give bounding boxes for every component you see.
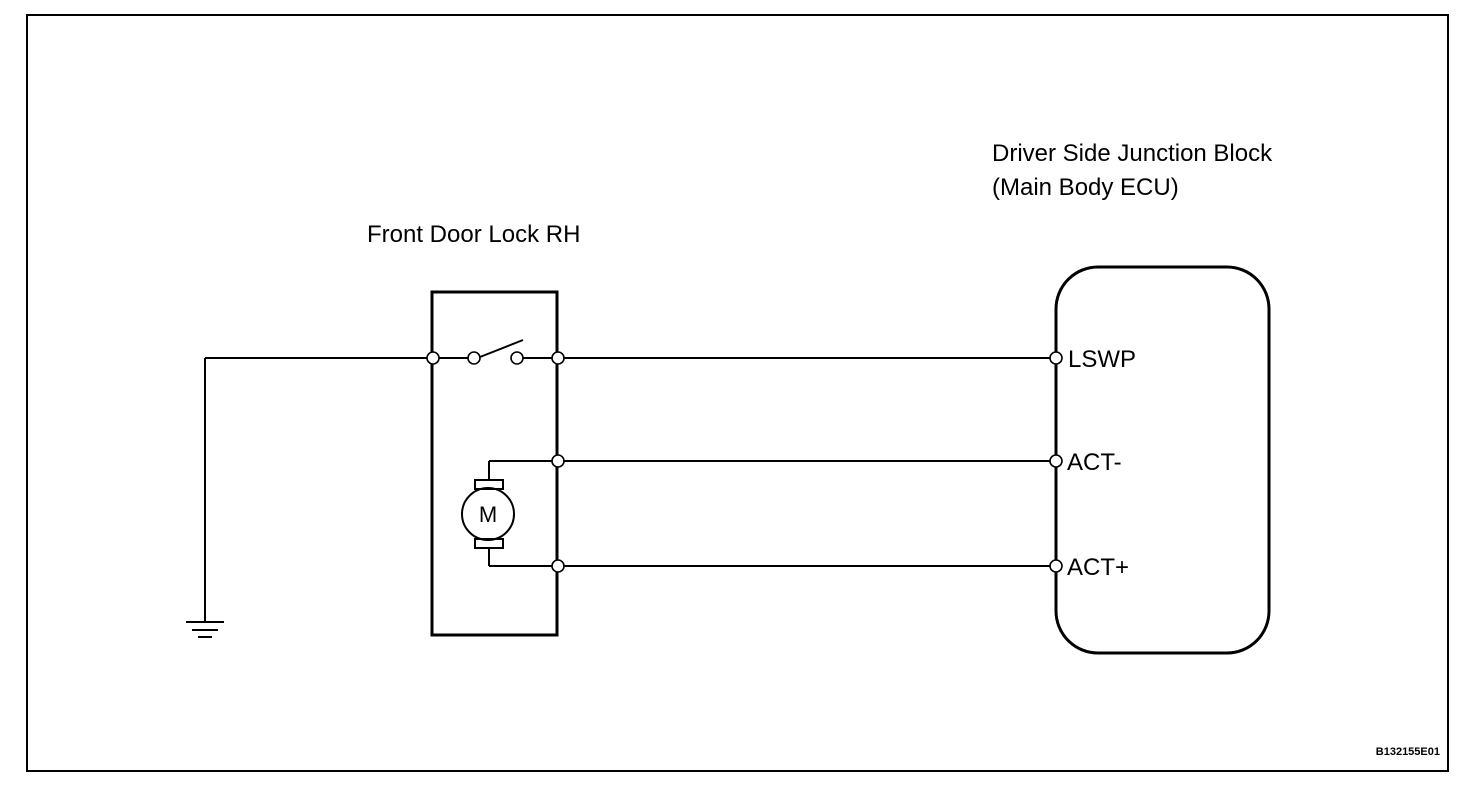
- pin-label-lswp: LSWP: [1068, 346, 1136, 373]
- door-lock-box: [430, 290, 559, 637]
- diagram-frame: [26, 14, 1449, 772]
- pin-label-act-plus: ACT+: [1067, 554, 1129, 581]
- door-lock-label: Front Door Lock RH: [367, 221, 580, 248]
- door-lock-terminal-act-minus: [551, 454, 565, 468]
- junction-block-label-line2: (Main Body ECU): [992, 174, 1179, 201]
- reference-code: B132155E01: [1376, 746, 1440, 758]
- ecu-terminal-lswp: [1049, 351, 1063, 365]
- pin-label-act-minus: ACT-: [1067, 449, 1122, 476]
- lock-switch-icon: [433, 339, 558, 365]
- motor-label: M: [479, 502, 497, 527]
- junction-block-label-line1: Driver Side Junction Block: [992, 140, 1273, 167]
- door-lock-terminal-act-plus: [551, 559, 565, 573]
- ecu-terminal-act-plus: [1049, 559, 1063, 573]
- door-lock-terminal-lswp: [551, 351, 565, 365]
- door-lock-terminal-ground: [426, 351, 440, 365]
- ecu-terminal-act-minus: [1049, 454, 1063, 468]
- ground-wire: [204, 357, 433, 622]
- motor-icon: [461, 460, 558, 567]
- ground-icon: [186, 621, 224, 638]
